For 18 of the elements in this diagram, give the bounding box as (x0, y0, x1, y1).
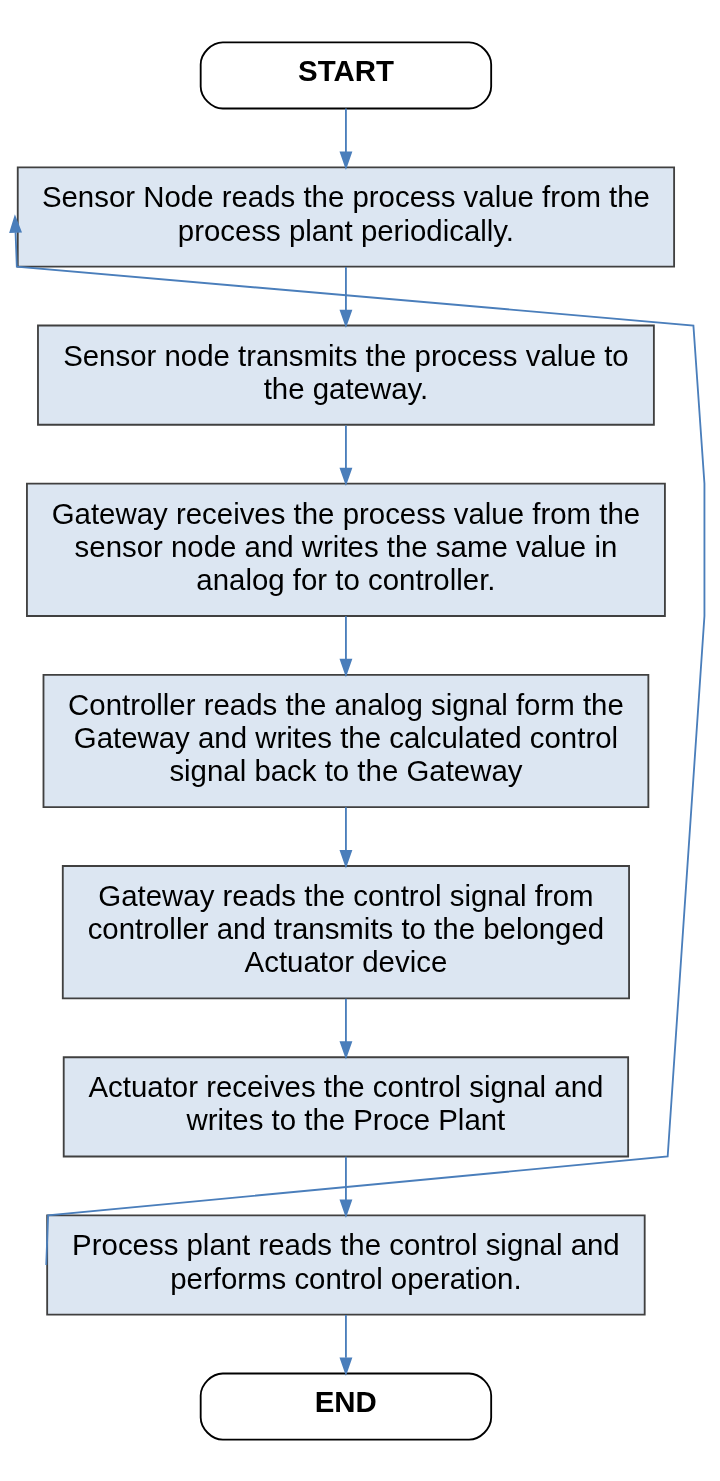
node-box: START (199, 40, 493, 109)
arrow (339, 424, 353, 486)
node-box: Controller reads the analog signal form the Gateway and writes the calculated control signal back to the Gateway (42, 673, 650, 808)
node-box: Actuator receives the control signal and writes to the Proce Plant (62, 1055, 630, 1157)
arrow (339, 1313, 353, 1376)
arrow (339, 107, 353, 170)
node-box: Gateway reads the control signal from controller and transmits to the belonged Actuator device (61, 864, 630, 999)
node-box: Sensor Node reads the process value from the process plant periodically. (16, 165, 676, 268)
node-box: Gateway receives the process value from the sensor node and writes the same value in analog for to controller. (26, 482, 666, 617)
node-box: Process plant reads the control signal and performs control operation. (46, 1213, 646, 1316)
arrow (339, 265, 353, 328)
arrow (339, 614, 353, 677)
arrow (339, 997, 353, 1060)
arrow (339, 805, 353, 868)
arrow (9, 213, 706, 1266)
node-box: Sensor node transmits the process value to the gateway. (37, 324, 655, 426)
arrow (339, 1155, 353, 1218)
node-box: END (199, 1372, 493, 1441)
